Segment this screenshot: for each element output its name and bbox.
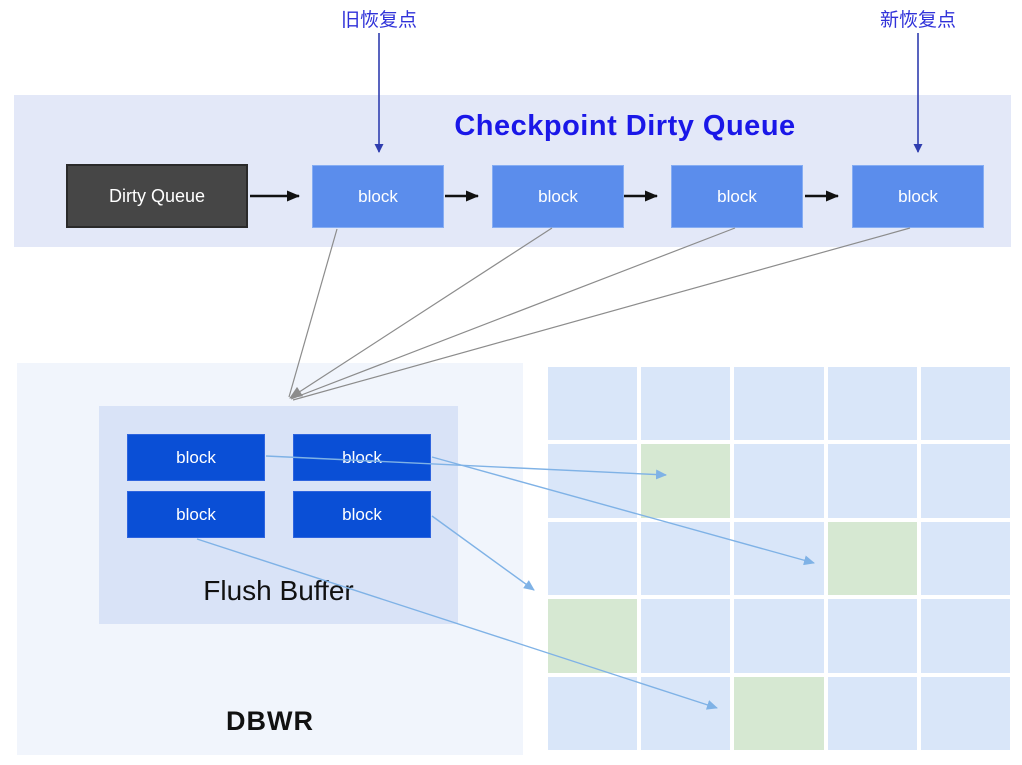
grid-cell-r4c4 <box>827 599 917 673</box>
queue-block-4: block <box>852 165 984 228</box>
disk-grid <box>548 367 1010 750</box>
grid-cell-r5c2 <box>641 676 731 750</box>
grid-cell-r4c1-written <box>548 599 638 673</box>
grid-cell-r3c2 <box>641 521 731 596</box>
grid-cell-r5c4 <box>827 676 917 750</box>
queue-block-2: block <box>492 165 624 228</box>
grid-cell-r4c3 <box>734 599 824 673</box>
flush-block-3: block <box>127 491 265 538</box>
flush-block-1: block <box>127 434 265 481</box>
old-checkpoint-label: 旧恢复点 <box>340 10 418 31</box>
grid-cell-r3c5 <box>920 521 1010 596</box>
checkpoint-queue-title: Checkpoint Dirty Queue <box>454 110 796 142</box>
dirty-queue-head-box: Dirty Queue <box>66 164 248 228</box>
queue-block-1: block <box>312 165 444 228</box>
grid-cell-r3c4-written <box>827 521 917 596</box>
dbwr-title: DBWR <box>226 706 314 736</box>
grid-cell-r4c2 <box>641 599 731 673</box>
grid-cell-r5c1 <box>548 676 638 750</box>
flush-block-4: block <box>293 491 431 538</box>
grid-cell-r2c2-written <box>641 444 731 518</box>
grid-cell-r4c5 <box>920 599 1010 673</box>
grid-cell-r2c1 <box>548 444 638 518</box>
grid-cell-r2c4 <box>827 444 917 518</box>
grid-cell-r2c3 <box>734 444 824 518</box>
grid-cell-r3c3 <box>734 521 824 596</box>
queue-block-3: block <box>671 165 803 228</box>
grid-cell-r1c1 <box>548 367 638 441</box>
new-checkpoint-label: 新恢复点 <box>879 10 957 31</box>
flush-buffer-title: Flush Buffer <box>203 575 354 606</box>
grid-cell-r1c2 <box>641 367 731 441</box>
grid-cell-r3c1 <box>548 521 638 596</box>
grid-cell-r2c5 <box>920 444 1010 518</box>
grid-cell-r1c4 <box>827 367 917 441</box>
grid-cell-r1c5 <box>920 367 1010 441</box>
grid-cell-r5c5 <box>920 676 1010 750</box>
grid-cell-r1c3 <box>734 367 824 441</box>
flush-block-2: block <box>293 434 431 481</box>
grid-cell-r5c3-written <box>734 676 824 750</box>
